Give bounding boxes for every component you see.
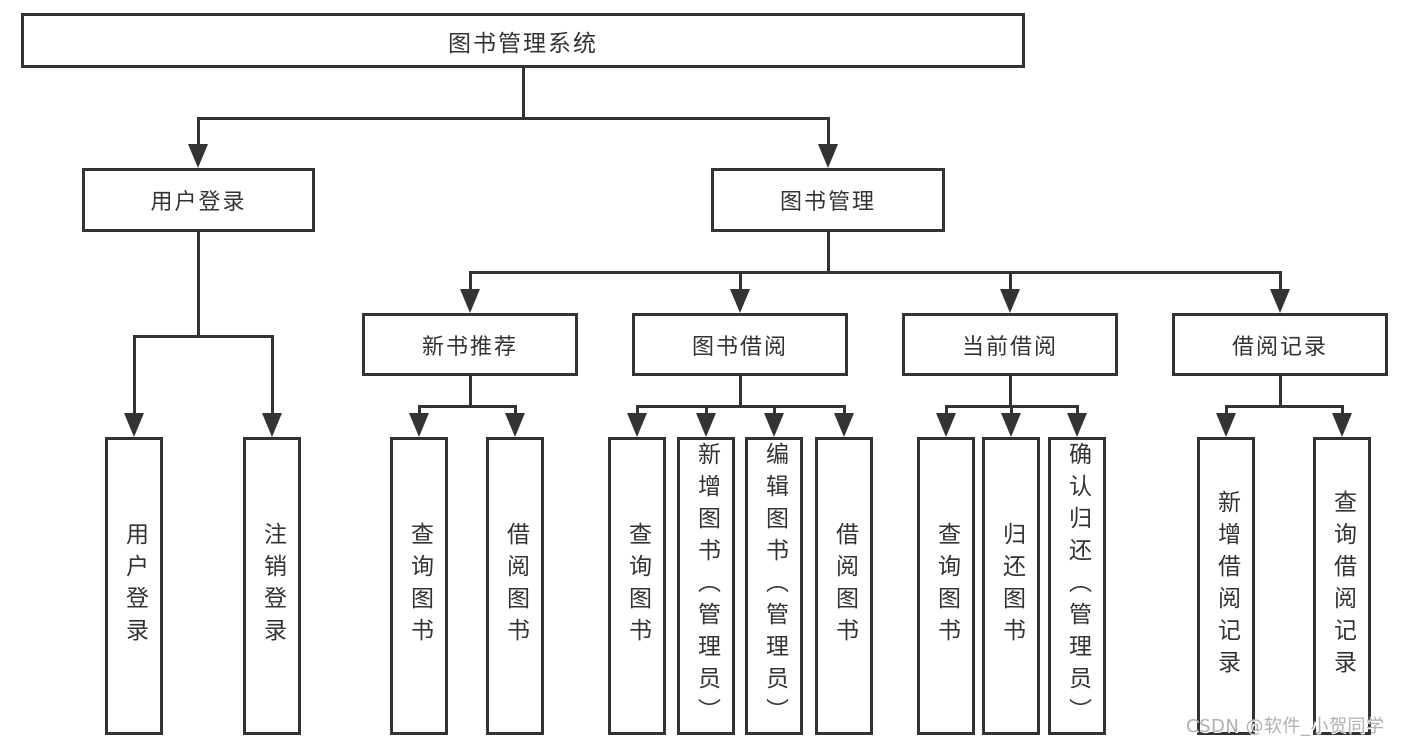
node-library-system: 图书管理系统 xyxy=(21,13,1025,68)
node-label: 借阅图书 xyxy=(831,522,858,650)
connector-line xyxy=(522,68,525,118)
node-borrowing-records: 借阅记录 xyxy=(1172,313,1388,376)
arrowhead-down-icon xyxy=(730,289,750,313)
connector-line xyxy=(636,405,846,408)
arrowhead-down-icon xyxy=(834,413,854,437)
node-label: 当前借阅 xyxy=(961,334,1058,360)
node-label: 注销登录 xyxy=(259,522,286,650)
connector-line xyxy=(133,335,274,338)
node-label: 图书借阅 xyxy=(691,334,788,360)
node-label: 归还图书 xyxy=(998,522,1025,650)
node-label: 借阅图书 xyxy=(502,522,529,650)
arrowhead-down-icon xyxy=(188,144,208,168)
arrowhead-down-icon xyxy=(627,413,647,437)
connector-line xyxy=(133,336,136,433)
node-label: 新书推荐 xyxy=(421,334,518,360)
arrowhead-down-icon xyxy=(124,413,144,437)
node-label: 编辑图书（管理员） xyxy=(761,442,788,730)
node-label: 图书管理 xyxy=(779,190,876,215)
connector-line xyxy=(197,118,200,164)
connector-line xyxy=(1279,376,1282,406)
arrowhead-down-icon xyxy=(1216,413,1236,437)
arrowhead-down-icon xyxy=(262,413,282,437)
node-bb-query-books: 查询图书 xyxy=(608,437,666,735)
node-nb-borrow-books: 借阅图书 xyxy=(486,437,544,735)
connector-line xyxy=(739,376,742,406)
node-book-management: 图书管理 xyxy=(711,168,945,232)
arrowhead-down-icon xyxy=(1001,413,1021,437)
connector-line xyxy=(1225,405,1344,408)
arrowhead-down-icon xyxy=(1332,413,1352,437)
node-br-query-record: 查询借阅记录 xyxy=(1313,437,1371,735)
node-user-login: 用户登录 xyxy=(82,168,315,232)
node-label: 新增借阅记录 xyxy=(1213,490,1240,682)
connector-line xyxy=(827,232,830,272)
node-label: 借阅记录 xyxy=(1231,334,1328,360)
node-label: 查询图书 xyxy=(933,522,960,650)
node-login: 用户登录 xyxy=(105,437,163,735)
connector-line xyxy=(1009,376,1012,406)
node-label: 确认归还（管理员） xyxy=(1064,442,1091,730)
arrowhead-down-icon xyxy=(409,413,429,437)
arrowhead-down-icon xyxy=(936,413,956,437)
arrowhead-down-icon xyxy=(460,289,480,313)
arrowhead-down-icon xyxy=(1067,413,1087,437)
node-logout: 注销登录 xyxy=(243,437,301,735)
arrowhead-down-icon xyxy=(696,413,716,437)
node-bb-borrow-books: 借阅图书 xyxy=(815,437,873,735)
node-bb-edit-books-admin: 编辑图书（管理员） xyxy=(745,437,803,735)
connector-line xyxy=(197,117,830,120)
connector-line xyxy=(827,118,830,164)
connector-line xyxy=(418,405,517,408)
node-br-add-record: 新增借阅记录 xyxy=(1197,437,1255,735)
arrowhead-down-icon xyxy=(505,413,525,437)
node-bb-add-books-admin: 新增图书（管理员） xyxy=(677,437,735,735)
node-label: 查询图书 xyxy=(624,522,651,650)
node-current-borrowing: 当前借阅 xyxy=(902,313,1118,376)
node-label: 用户登录 xyxy=(150,190,247,215)
node-book-borrowing: 图书借阅 xyxy=(632,313,848,376)
node-cb-query-books: 查询图书 xyxy=(917,437,975,735)
connector-line xyxy=(469,271,1282,274)
arrowhead-down-icon xyxy=(1270,289,1290,313)
node-label: 查询借阅记录 xyxy=(1329,490,1356,682)
node-label: 用户登录 xyxy=(121,522,148,650)
arrowhead-down-icon xyxy=(1000,289,1020,313)
node-cb-confirm-return-admin: 确认归还（管理员） xyxy=(1048,437,1106,735)
connector-line xyxy=(271,336,274,433)
node-new-book-recommendation: 新书推荐 xyxy=(362,313,578,376)
arrowhead-down-icon xyxy=(818,144,838,168)
node-nb-query-books: 查询图书 xyxy=(390,437,448,735)
connector-line xyxy=(197,232,200,336)
node-cb-return-books: 归还图书 xyxy=(982,437,1040,735)
csdn-watermark: CSDN @软件_小贺同学 xyxy=(1186,716,1385,737)
node-label: 查询图书 xyxy=(406,522,433,650)
arrowhead-down-icon xyxy=(764,413,784,437)
node-label: 新增图书（管理员） xyxy=(693,442,720,730)
node-label: 图书管理系统 xyxy=(448,30,598,57)
connector-line xyxy=(469,376,472,406)
